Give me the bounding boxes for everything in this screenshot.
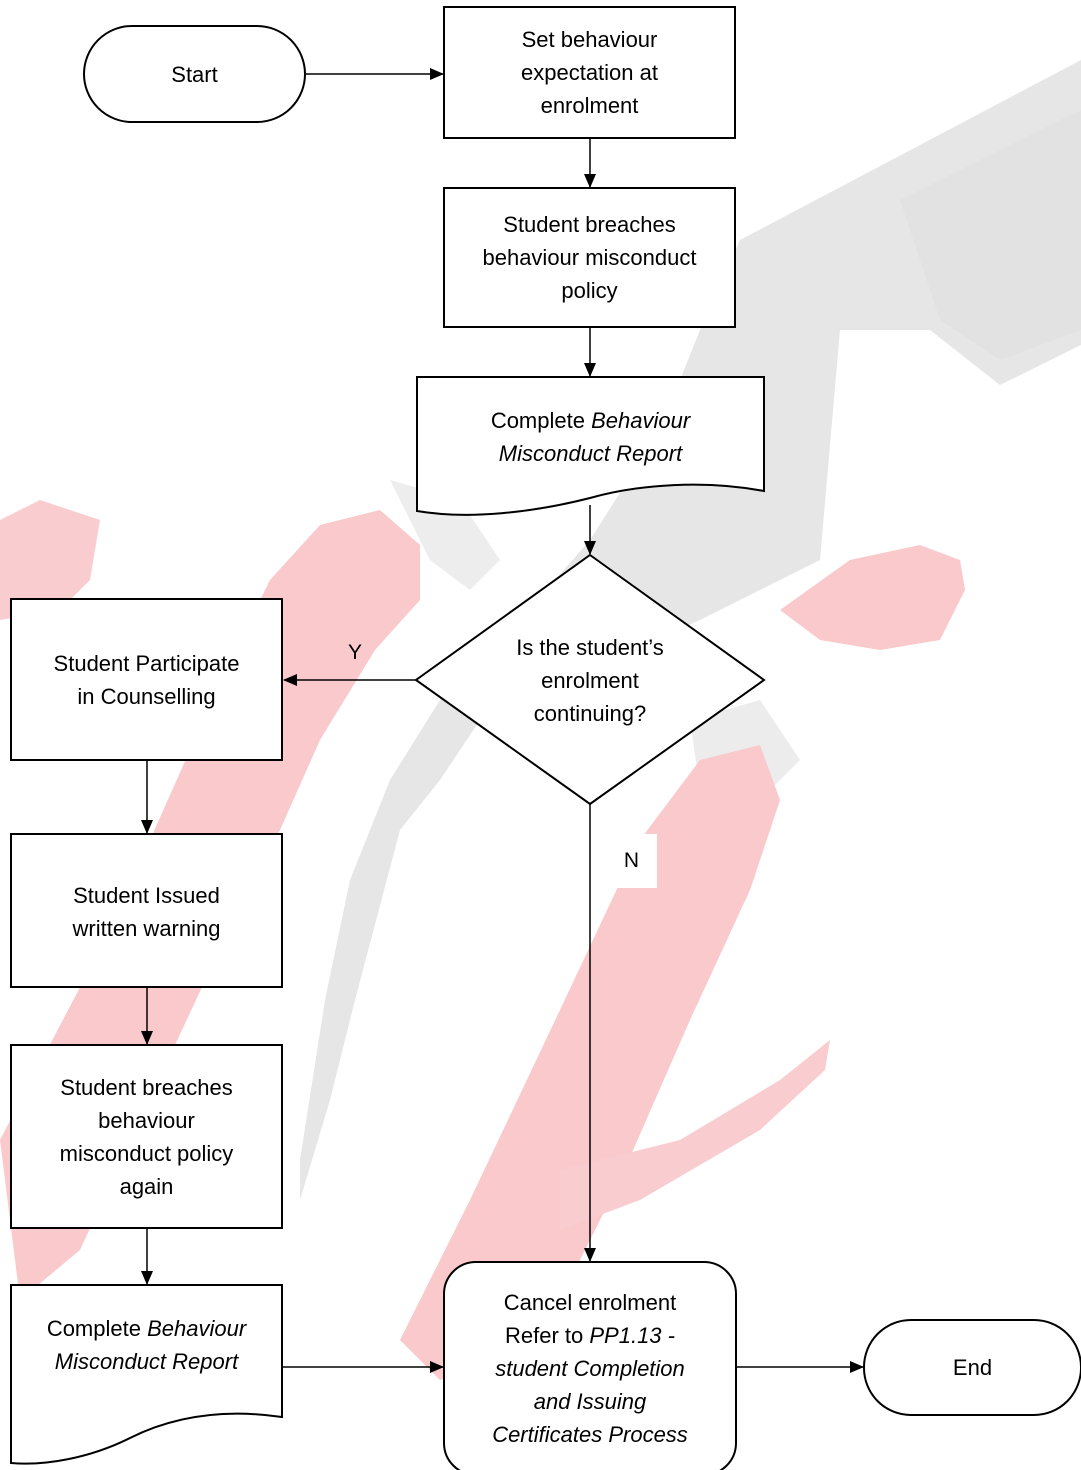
breach-box [443, 187, 736, 328]
no-label: N [623, 849, 640, 872]
end-terminator [863, 1319, 1081, 1416]
start-label: Start [171, 61, 218, 87]
end-label: End [952, 1355, 993, 1380]
breach-again-box [10, 1044, 283, 1229]
breach-again-label: Student breaches behaviour misconduct po… [59, 1074, 234, 1199]
yes-label: Y [347, 641, 362, 664]
breach-label: Student breaches behaviour misconduct po… [482, 212, 697, 303]
warning-label: Student Issued written warning [72, 883, 221, 941]
warning-box [10, 833, 283, 988]
cancel-box [443, 1261, 737, 1470]
report1-label: Complete Behaviour Misconduct Report [490, 408, 691, 466]
set-expectation-label: Set behaviour expectation at enrolment [521, 27, 658, 118]
decision-label: Is the student’s enrolment continuing? [516, 634, 664, 726]
report1-document [416, 376, 765, 516]
report2-document [10, 1284, 283, 1465]
report2-label: Complete Behaviour Misconduct Report [46, 1316, 247, 1374]
set-expectation-box [443, 6, 736, 139]
cancel-label: Cancel enrolment Refer to PP1.13 - stude… [492, 1290, 688, 1447]
no-label-background [606, 834, 657, 888]
counselling-label: Student Participate in Counselling [53, 651, 240, 709]
